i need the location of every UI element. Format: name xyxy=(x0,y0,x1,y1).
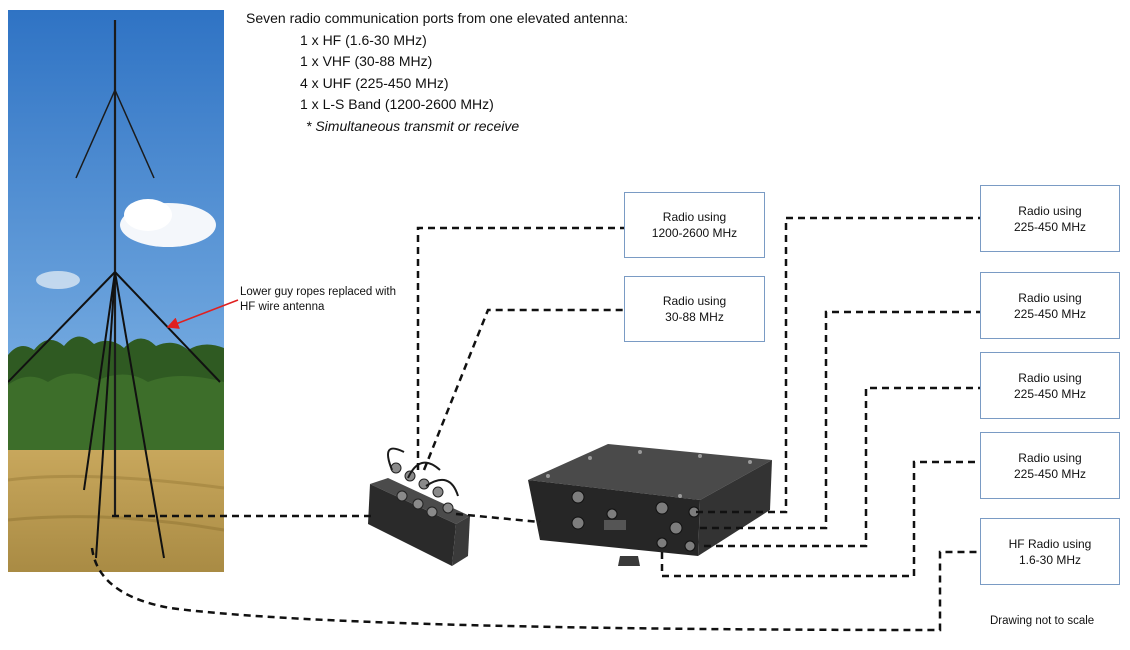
radio-label: Radio using xyxy=(1018,450,1082,465)
radio-box-hf: HF Radio using 1.6-30 MHz xyxy=(980,518,1120,585)
radio-box-vhf: Radio using 30-88 MHz xyxy=(624,276,765,342)
cable-uhf-2 xyxy=(700,310,980,530)
radio-frequency: 225-450 MHz xyxy=(1013,466,1087,481)
description-header: Seven radio communication ports from one… xyxy=(246,10,629,26)
spec-hf: 1 x HF (1.6-30 MHz) xyxy=(300,31,427,48)
guy-rope-callout: Lower guy ropes replaced with HF wire an… xyxy=(240,286,396,313)
radio-frequency: 225-450 MHz xyxy=(1013,386,1087,401)
cable-uhf-1 xyxy=(696,216,980,514)
radio-box-uhf-2: Radio using 225-450 MHz xyxy=(980,272,1120,339)
cable-uhf-3 xyxy=(704,386,980,548)
antenna-photo xyxy=(8,10,224,572)
radio-frequency: 225-450 MHz xyxy=(1013,306,1087,321)
cable-uhf-4 xyxy=(660,460,980,578)
splitter-unit xyxy=(368,447,470,566)
radio-box-uhf-1: Radio using 225-450 MHz xyxy=(980,185,1120,252)
cable-vhf xyxy=(422,308,624,471)
radio-label: Radio using xyxy=(1018,370,1082,385)
radio-label: Radio using xyxy=(662,210,727,224)
radio-frequency: 30-88 MHz xyxy=(665,310,724,324)
radio-box-uhf-3: Radio using 225-450 MHz xyxy=(980,352,1120,419)
footnote: * Simultaneous transmit or receive xyxy=(306,117,520,134)
radio-frequency: 225-450 MHz xyxy=(1013,219,1087,234)
radio-box-uhf-4: Radio using 225-450 MHz xyxy=(980,432,1120,499)
cable-hf xyxy=(90,547,980,632)
radio-frequency: 1.6-30 MHz xyxy=(1018,552,1082,567)
cable-splitter-box xyxy=(455,512,541,524)
spec-uhf: 4 x UHF (225-450 MHz) xyxy=(300,74,449,91)
radio-box-ls-band: Radio using 1200-2600 MHz xyxy=(624,192,765,258)
rf-distribution-box xyxy=(528,444,772,566)
port-description: Seven radio communication ports from one… xyxy=(246,8,628,137)
radio-label: HF Radio using xyxy=(1008,536,1092,551)
cable-ls-band xyxy=(416,226,624,470)
spec-ls-band: 1 x L-S Band (1200-2600 MHz) xyxy=(300,96,494,112)
radio-label: Radio using xyxy=(1018,203,1082,218)
radio-frequency: 1200-2600 MHz xyxy=(651,226,738,240)
radio-label: Radio using xyxy=(662,294,727,308)
radio-label: Radio using xyxy=(1018,290,1082,305)
scale-note: Drawing not to scale xyxy=(990,615,1095,627)
spec-vhf: 1 x VHF (30-88 MHz) xyxy=(300,53,433,69)
